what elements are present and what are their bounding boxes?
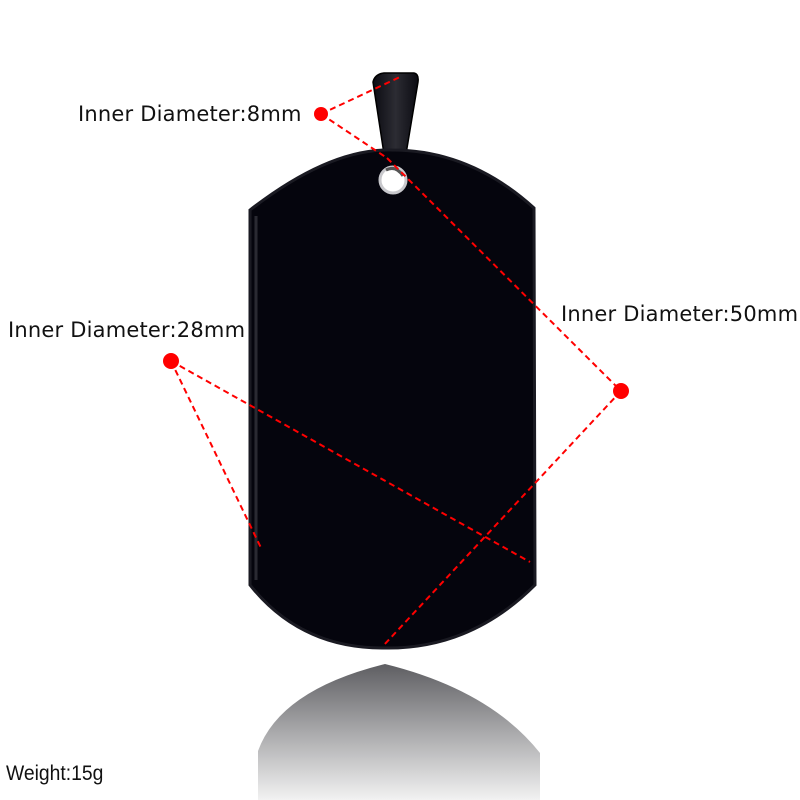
measurement-lines (170, 76, 622, 647)
bail (372, 72, 419, 155)
dog-tag (248, 148, 537, 650)
marker-dot-length (613, 383, 629, 399)
marker-dot-bail (314, 107, 328, 121)
width-label: Inner Diameter:28mm (8, 318, 246, 342)
length-label: Inner Diameter:50mm (561, 302, 799, 326)
bail-diameter-label: Inner Diameter:8mm (78, 102, 302, 126)
weight-label: Weight:15g (6, 762, 104, 785)
tag-reflection (258, 664, 540, 800)
marker-dot-width (163, 353, 179, 369)
tag-hole (378, 165, 408, 195)
